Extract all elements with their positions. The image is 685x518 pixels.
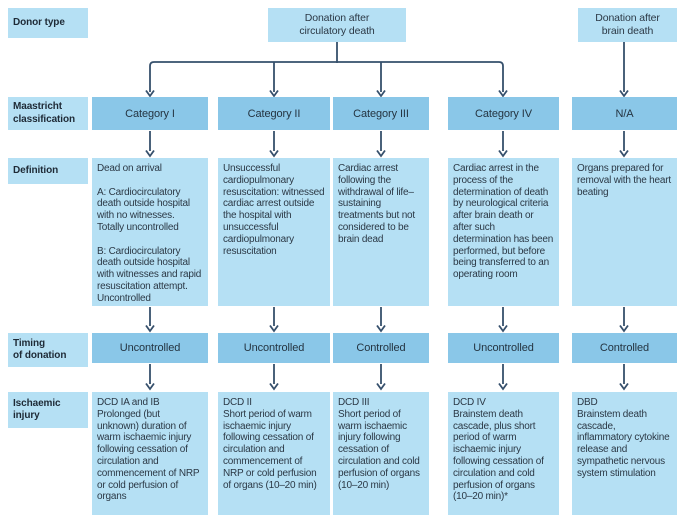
ischaemic-injury-box-col5: DBD Brainstem death cascade, inflammator… [572, 392, 677, 515]
donor-type-brain-death-box: Donation after brain death [578, 8, 677, 42]
timing-box-col2: Uncontrolled [218, 333, 330, 363]
category-box-col5: N/A [572, 97, 677, 130]
timing-box-col4: Uncontrolled [448, 333, 559, 363]
category-box-col1: Category I [92, 97, 208, 130]
row-label-definition: Definition [8, 158, 88, 184]
category-box-col2: Category II [218, 97, 330, 130]
row-label-timing-of-donation: Timing of donation [8, 333, 88, 367]
ischaemic-injury-box-col4: DCD IV Brainstem death cascade, plus sho… [448, 392, 559, 515]
definition-box-col3: Cardiac arrest following the withdrawal … [333, 158, 429, 306]
definition-box-col5: Organs prepared for removal with the hea… [572, 158, 677, 306]
definition-box-col2: Unsuccessful cardiopulmonary resuscitati… [218, 158, 330, 306]
definition-box-col4: Cardiac arrest in the process of the det… [448, 158, 559, 306]
ischaemic-injury-box-col1: DCD IA and IB Prolonged (but unknown) du… [92, 392, 208, 515]
donor-type-circulatory-death-box: Donation after circulatory death [268, 8, 406, 42]
timing-box-col1: Uncontrolled [92, 333, 208, 363]
row-label-maastricht-classification: Maastricht classification [8, 97, 88, 130]
row-label-donor-type: Donor type [8, 8, 88, 38]
ischaemic-injury-box-col3: DCD III Short period of warm ischaemic i… [333, 392, 429, 515]
timing-box-col3: Controlled [333, 333, 429, 363]
definition-box-col1: Dead on arrival A: Cardiocirculatory dea… [92, 158, 208, 306]
timing-box-col5: Controlled [572, 333, 677, 363]
category-box-col3: Category III [333, 97, 429, 130]
ischaemic-injury-box-col2: DCD II Short period of warm ischaemic in… [218, 392, 330, 515]
category-box-col4: Category IV [448, 97, 559, 130]
row-label-ischaemic-injury: Ischaemic injury [8, 392, 88, 428]
